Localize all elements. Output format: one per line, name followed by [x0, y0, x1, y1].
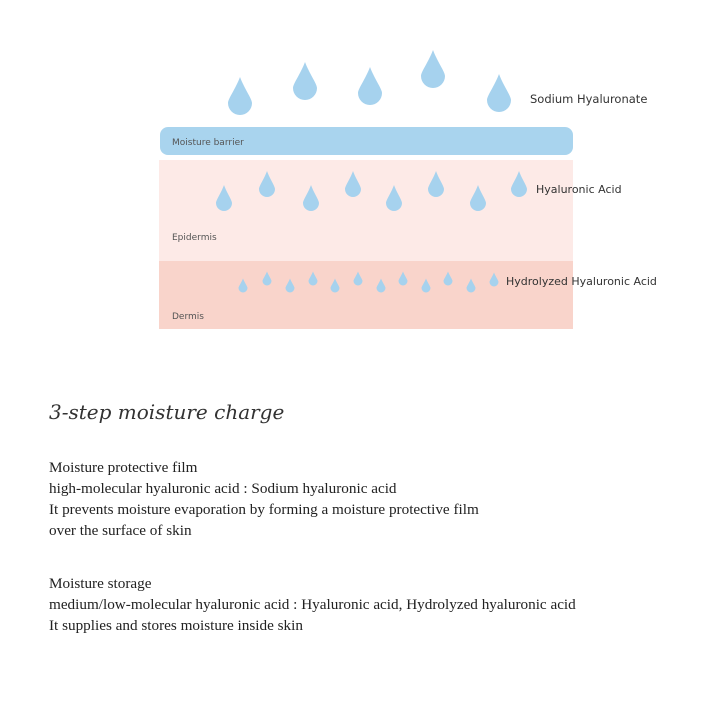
- section-title: Moisture storage: [49, 575, 152, 592]
- moisture-barrier-layer: [160, 127, 573, 155]
- section-title: Moisture protective film: [49, 459, 198, 476]
- moisture-protective-film-section: Moisture protective film high-molecular …: [49, 457, 479, 541]
- water-drop-icon: [421, 278, 431, 293]
- section-line: high-molecular hyaluronic acid : Sodium …: [49, 480, 397, 497]
- moisture-barrier-label: Moisture barrier: [172, 138, 244, 148]
- water-drop-icon: [443, 271, 453, 286]
- moisture-storage-section: Moisture storage medium/low-molecular hy…: [49, 573, 576, 636]
- water-drop-icon: [259, 171, 275, 197]
- hydrolyzed-hyaluronic-acid-label: Hydrolyzed Hyaluronic Acid: [506, 275, 657, 288]
- water-drop-icon: [398, 271, 408, 286]
- water-drop-icon: [345, 171, 361, 197]
- section-line: over the surface of skin: [49, 522, 192, 539]
- page-heading: 3-step moisture charge: [49, 400, 285, 424]
- water-drop-icon: [285, 278, 295, 293]
- water-drop-icon: [330, 278, 340, 293]
- dermis-label: Dermis: [172, 312, 204, 322]
- sodium-hyaluronate-label: Sodium Hyaluronate: [530, 92, 647, 106]
- hyaluronic-acid-label: Hyaluronic Acid: [536, 183, 622, 196]
- section-line: It supplies and stores moisture inside s…: [49, 617, 303, 634]
- water-drop-icon: [466, 278, 476, 293]
- epidermis-label: Epidermis: [172, 233, 217, 243]
- water-drop-icon: [421, 50, 445, 88]
- water-drop-icon: [386, 185, 402, 211]
- water-drops-group: [216, 50, 527, 293]
- section-line: medium/low-molecular hyaluronic acid : H…: [49, 596, 576, 613]
- water-drop-icon: [303, 185, 319, 211]
- water-drop-icon: [262, 271, 272, 286]
- water-drop-icon: [293, 62, 317, 100]
- dermis-layer: [159, 261, 573, 329]
- water-drop-icon: [308, 271, 318, 286]
- water-drop-icon: [511, 171, 527, 197]
- epidermis-layer: [159, 160, 573, 261]
- water-drop-icon: [358, 67, 382, 105]
- water-drop-icon: [228, 77, 252, 115]
- water-drop-icon: [238, 278, 248, 293]
- water-drop-icon: [487, 74, 511, 112]
- water-drop-icon: [428, 171, 444, 197]
- water-drop-icon: [489, 272, 499, 287]
- water-drop-icon: [470, 185, 486, 211]
- water-drop-icon: [376, 278, 386, 293]
- water-drop-icon: [353, 271, 363, 286]
- section-line: It prevents moisture evaporation by form…: [49, 501, 479, 518]
- water-drop-icon: [216, 185, 232, 211]
